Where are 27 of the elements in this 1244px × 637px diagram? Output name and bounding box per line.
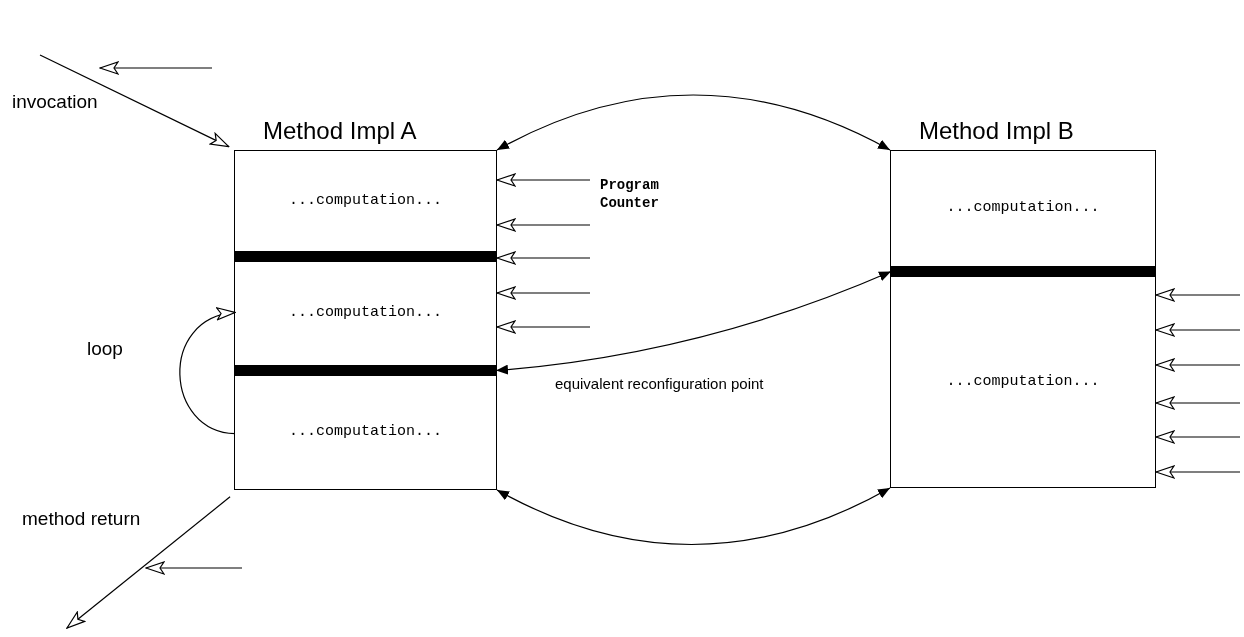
arrow [496,320,591,334]
computation-text: ...computation... [289,303,442,324]
arrow [1155,323,1241,337]
arrow [1155,430,1241,444]
arrow [39,54,230,148]
computation-text: ...computation... [289,422,442,443]
program-counter-label: Program Counter [600,176,660,212]
curved-arrow [179,309,236,435]
computation-text: ...computation... [289,190,442,211]
box-title: Method Impl A [263,119,417,143]
arrow [496,218,591,232]
box-title: Method Impl B [919,119,1074,143]
separator-bar [235,365,496,376]
separator-bar [891,266,1155,277]
double-arrow [496,94,891,151]
arrow [66,496,231,629]
computation-text: ...computation... [946,371,1100,392]
arrow [1155,358,1241,372]
arrow [1155,396,1241,410]
arrow [496,286,591,300]
arrow [496,173,591,187]
arrow [496,251,591,265]
double-arrow [495,270,892,375]
computation-text: ...computation... [946,198,1100,219]
arrow [1155,288,1241,302]
double-arrow [496,487,891,546]
arrow [1155,465,1241,479]
